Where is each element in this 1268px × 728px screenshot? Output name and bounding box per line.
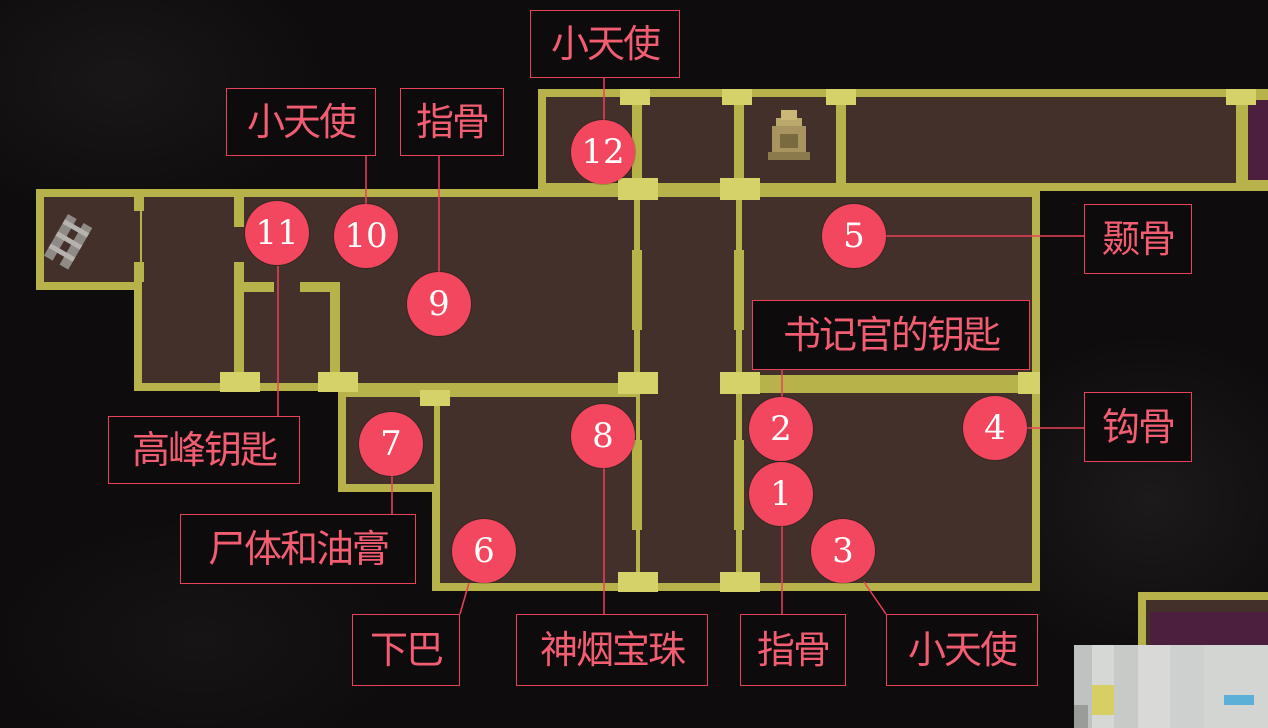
label-angel-10: 小天使 [226, 88, 376, 156]
marker-3[interactable]: 3 [811, 519, 875, 583]
label-top-angel: 小天使 [530, 10, 680, 78]
marker-1[interactable]: 1 [749, 462, 813, 526]
marker-5[interactable]: 5 [822, 204, 886, 268]
marker-8[interactable]: 8 [571, 404, 635, 468]
marker-9[interactable]: 9 [407, 272, 471, 336]
label-orb-8: 神烟宝珠 [516, 614, 708, 686]
label-summit-key-11: 高峰钥匙 [108, 416, 300, 484]
thumb-block-yellow [1092, 685, 1114, 715]
floor-top-corridor [546, 97, 1246, 183]
corner-accents [220, 89, 1256, 592]
label-scribe-key-2: 书记官的钥匙 [752, 300, 1030, 370]
internal-walls [134, 97, 1246, 530]
label-angel-3: 小天使 [886, 614, 1038, 686]
label-finger-1: 指骨 [740, 614, 846, 686]
marker-12[interactable]: 12 [571, 120, 635, 184]
label-corpse-ointment-7: 尸体和油膏 [180, 514, 416, 584]
marker-11[interactable]: 11 [245, 201, 309, 265]
thumb-block-gray [1074, 705, 1088, 728]
thumb-block-blue [1224, 695, 1254, 705]
marker-10[interactable]: 10 [334, 204, 398, 268]
purple-top-right [1248, 100, 1268, 180]
ladder-icon [44, 214, 93, 270]
statue-icon [768, 110, 810, 160]
connector-lines [277, 78, 1084, 615]
marker-2[interactable]: 2 [749, 397, 813, 461]
label-hook-4: 钩骨 [1084, 392, 1192, 462]
marker-6[interactable]: 6 [452, 519, 516, 583]
marker-7[interactable]: 7 [359, 412, 423, 476]
blurred-thumbnail [1074, 645, 1268, 728]
label-temporal-5: 颞骨 [1084, 204, 1192, 274]
marker-4[interactable]: 4 [963, 396, 1027, 460]
label-finger-9: 指骨 [400, 88, 504, 156]
label-jaw-6: 下巴 [352, 614, 460, 686]
